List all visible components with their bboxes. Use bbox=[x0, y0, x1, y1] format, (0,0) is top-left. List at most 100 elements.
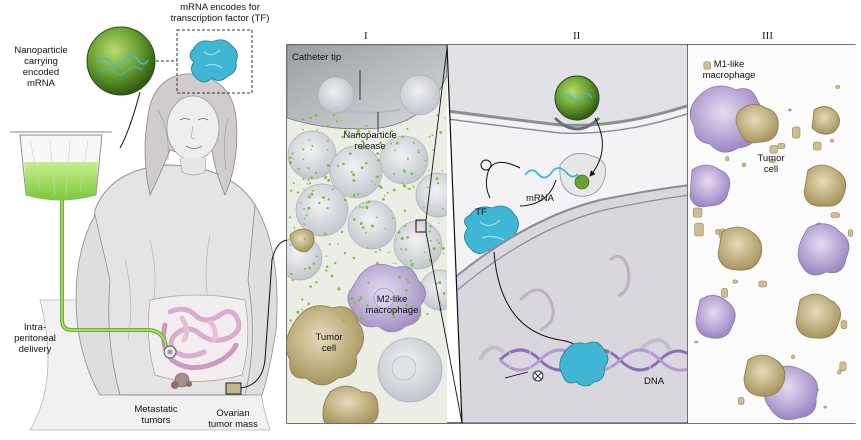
label-tumor-cell-2: Tumor cell bbox=[757, 153, 785, 175]
tumor-debris-fragment bbox=[840, 320, 848, 330]
nanoparticle-dot bbox=[410, 305, 414, 309]
nanoparticle-dot bbox=[444, 117, 446, 119]
nanoparticle-dot bbox=[340, 230, 344, 234]
nanoparticle-dot bbox=[315, 280, 318, 284]
tumor-debris-fragment bbox=[792, 126, 801, 139]
label-ovarian: Ovarian tumor mass bbox=[208, 408, 258, 430]
label-m1-macrophage: M1-like macrophage bbox=[702, 59, 756, 81]
nanoparticle-dot bbox=[341, 135, 345, 139]
nanoparticle-dot bbox=[360, 146, 363, 150]
nanoparticle-dot bbox=[302, 178, 305, 181]
panel-2 bbox=[447, 45, 687, 423]
nanoparticle-dot bbox=[437, 182, 440, 185]
nanoparticle-dot bbox=[360, 296, 363, 298]
nanoparticle-dot bbox=[393, 173, 395, 175]
nanoparticle-dot bbox=[327, 198, 330, 201]
nanoparticle-dot bbox=[328, 243, 331, 246]
patient-illustration bbox=[29, 73, 278, 431]
nanoparticle-dot bbox=[405, 119, 409, 122]
nanoparticle-dot bbox=[402, 169, 406, 173]
nanoparticle-dot bbox=[326, 149, 329, 151]
nanoparticle-dot bbox=[419, 283, 423, 287]
nanoparticle-dot bbox=[302, 158, 305, 161]
tumor-debris-fragment bbox=[787, 108, 792, 112]
nanoparticle-dot bbox=[352, 173, 356, 177]
nanoparticle-dot bbox=[303, 237, 306, 240]
nanoparticle-dot bbox=[430, 225, 432, 228]
nanoparticle-dot bbox=[376, 152, 380, 155]
nanoparticle-dot bbox=[404, 224, 407, 227]
tissue-cells bbox=[287, 74, 447, 311]
nanoparticle-dot bbox=[326, 124, 329, 127]
label-mrna-encodes: mRNA encodes for transcription factor (T… bbox=[170, 2, 270, 24]
nanoparticle-dot bbox=[349, 152, 352, 155]
nanoparticle-dot bbox=[437, 222, 440, 224]
nanoparticle-dot bbox=[417, 151, 420, 154]
nanoparticle-dot bbox=[365, 206, 369, 210]
metastatic-tumor bbox=[171, 372, 192, 389]
nanoparticle-dot bbox=[423, 206, 425, 209]
m2-macrophage bbox=[347, 263, 426, 333]
nanoparticle-dot bbox=[441, 169, 444, 172]
nanoparticle-dot bbox=[397, 230, 401, 234]
nanoparticle-dot bbox=[353, 301, 356, 305]
label-nanoparticle: Nanoparticle carrying encoded mRNA bbox=[14, 45, 68, 89]
nanoparticle-dot bbox=[343, 251, 347, 255]
tumor-debris-fragment bbox=[829, 138, 834, 143]
label-np-release: Nanoparticle release bbox=[343, 130, 397, 152]
nanoparticle-dot bbox=[310, 192, 314, 196]
label-dna: DNA bbox=[643, 376, 665, 387]
nanoparticle-dot bbox=[392, 315, 396, 319]
nanoparticle-dot bbox=[417, 149, 420, 152]
label-tumor-cell-1: Tumor cell bbox=[315, 332, 343, 354]
nanoparticle-dot bbox=[365, 232, 367, 234]
nanoparticle-dot bbox=[435, 177, 439, 181]
nanoparticle-dot bbox=[428, 230, 431, 233]
tumor-debris-fragment bbox=[837, 369, 842, 375]
nanoparticle-dot bbox=[376, 216, 378, 219]
nanoparticle-dot bbox=[432, 247, 436, 251]
nanoparticle-dot bbox=[383, 194, 386, 197]
nanoparticle-dot bbox=[305, 214, 308, 217]
nanoparticle-dot bbox=[365, 303, 369, 307]
nanoparticle-dot bbox=[438, 281, 442, 285]
tumor-cells-p3 bbox=[717, 104, 847, 397]
nanoparticle-dot bbox=[308, 138, 311, 141]
nanoparticle-dot bbox=[428, 135, 431, 139]
nanoparticle-dot bbox=[365, 162, 368, 165]
nanoparticle-dot bbox=[442, 252, 445, 255]
label-metastatic: Metastatic tumors bbox=[134, 404, 178, 426]
tumor-debris-fragment bbox=[732, 279, 739, 284]
tumor-debris-fragment bbox=[839, 361, 847, 372]
tumor-debris-fragment bbox=[703, 61, 712, 70]
tumor-debris-fragment bbox=[791, 354, 796, 360]
nanoparticle-dot bbox=[359, 222, 363, 225]
nanoparticle-dots bbox=[288, 113, 446, 325]
nanoparticle-dot bbox=[365, 124, 368, 127]
nanoparticle-dot bbox=[323, 196, 326, 198]
nanoparticle-dot bbox=[307, 195, 311, 199]
nanoparticle-dot bbox=[307, 302, 310, 306]
nanoparticle-dot bbox=[441, 246, 445, 250]
nanoparticle-dot bbox=[367, 200, 371, 204]
nanoparticle-dot bbox=[410, 172, 414, 175]
label-m2-macrophage: M2-like macrophage bbox=[365, 294, 419, 316]
nanoparticle-dot bbox=[299, 202, 302, 204]
nanoparticle-dot bbox=[303, 188, 305, 190]
nanoparticle-dot bbox=[419, 314, 422, 317]
nanoparticle-dot bbox=[358, 206, 361, 209]
nanoparticle-dot bbox=[311, 144, 314, 147]
tumor-debris-fragment bbox=[847, 229, 854, 237]
nanoparticle-dot bbox=[300, 298, 304, 301]
nanoparticle-dot bbox=[429, 239, 432, 242]
nanoparticle-dot bbox=[316, 128, 319, 131]
nanoparticle-dot bbox=[310, 176, 313, 179]
nanoparticle-dot bbox=[392, 188, 396, 192]
nanoparticle-dot bbox=[377, 306, 380, 308]
nanoparticle-dot bbox=[357, 298, 361, 302]
tumor-debris-fragment bbox=[694, 222, 704, 237]
nanoparticle-dot bbox=[301, 128, 304, 131]
nanoparticle-dot bbox=[367, 130, 371, 133]
nanoparticle-dot bbox=[289, 156, 292, 160]
